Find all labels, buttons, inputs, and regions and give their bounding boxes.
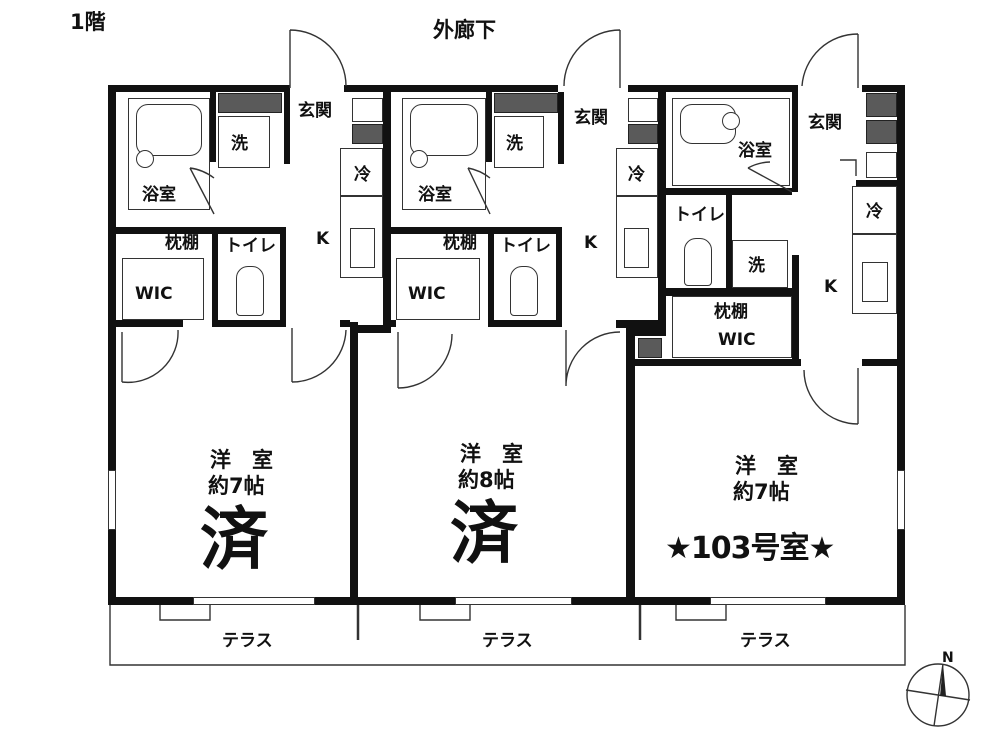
unit3-highlight-label: ★103号室★ <box>665 531 835 566</box>
unit2-room-size: 約8帖 <box>458 468 515 492</box>
unit2-toilet-label: トイレ <box>500 236 551 256</box>
unit2-terrace-label: テラス <box>482 631 533 651</box>
unit1-fridge-label: 冷 <box>354 165 371 185</box>
unit3-kitchen-label: K <box>824 277 838 297</box>
unit1-status-stamp: 済 <box>200 500 269 580</box>
unit1-laundry-label: 洗 <box>231 134 248 154</box>
unit3-shelf-label: 枕棚 <box>714 302 748 322</box>
unit2-closet-label: WIC <box>408 284 446 304</box>
unit2-kitchen-label: K <box>584 233 598 253</box>
unit1-toilet-label: トイレ <box>225 236 276 256</box>
unit2-bath-label: 浴室 <box>418 185 452 205</box>
unit1-kitchen-label: K <box>316 229 330 249</box>
unit2-status-stamp: 済 <box>450 494 519 574</box>
unit2-entrance-label: 玄関 <box>574 108 608 128</box>
unit1-entrance-label: 玄関 <box>298 101 332 121</box>
unit1-shelf-label: 枕棚 <box>165 233 199 253</box>
unit2-fridge-label: 冷 <box>628 165 645 185</box>
compass-icon <box>906 664 968 726</box>
unit3-bath-label: 浴室 <box>738 141 772 161</box>
floor-label: 1階 <box>70 10 106 34</box>
unit1-closet-label: WIC <box>135 284 173 304</box>
unit2-shelf-label: 枕棚 <box>443 233 477 253</box>
unit3-laundry-label: 洗 <box>748 256 765 276</box>
unit2-laundry-label: 洗 <box>506 134 523 154</box>
unit3-toilet-label: トイレ <box>674 205 725 225</box>
corridor-label: 外廊下 <box>433 18 496 42</box>
unit3-room-type: 洋 室 <box>735 454 798 478</box>
compass-north-label: N <box>942 650 954 666</box>
unit3-terrace-label: テラス <box>740 631 791 651</box>
unit1-bath-label: 浴室 <box>142 185 176 205</box>
unit3-room-size: 約7帖 <box>733 480 790 504</box>
unit3-entrance-label: 玄関 <box>808 113 842 133</box>
unit2-room-type: 洋 室 <box>460 442 523 466</box>
unit1-terrace-label: テラス <box>222 631 273 651</box>
unit1-room-type: 洋 室 <box>210 448 273 472</box>
unit3-closet-label: WIC <box>718 330 756 350</box>
unit1-room-size: 約7帖 <box>208 474 265 498</box>
unit3-fridge-label: 冷 <box>866 202 883 222</box>
